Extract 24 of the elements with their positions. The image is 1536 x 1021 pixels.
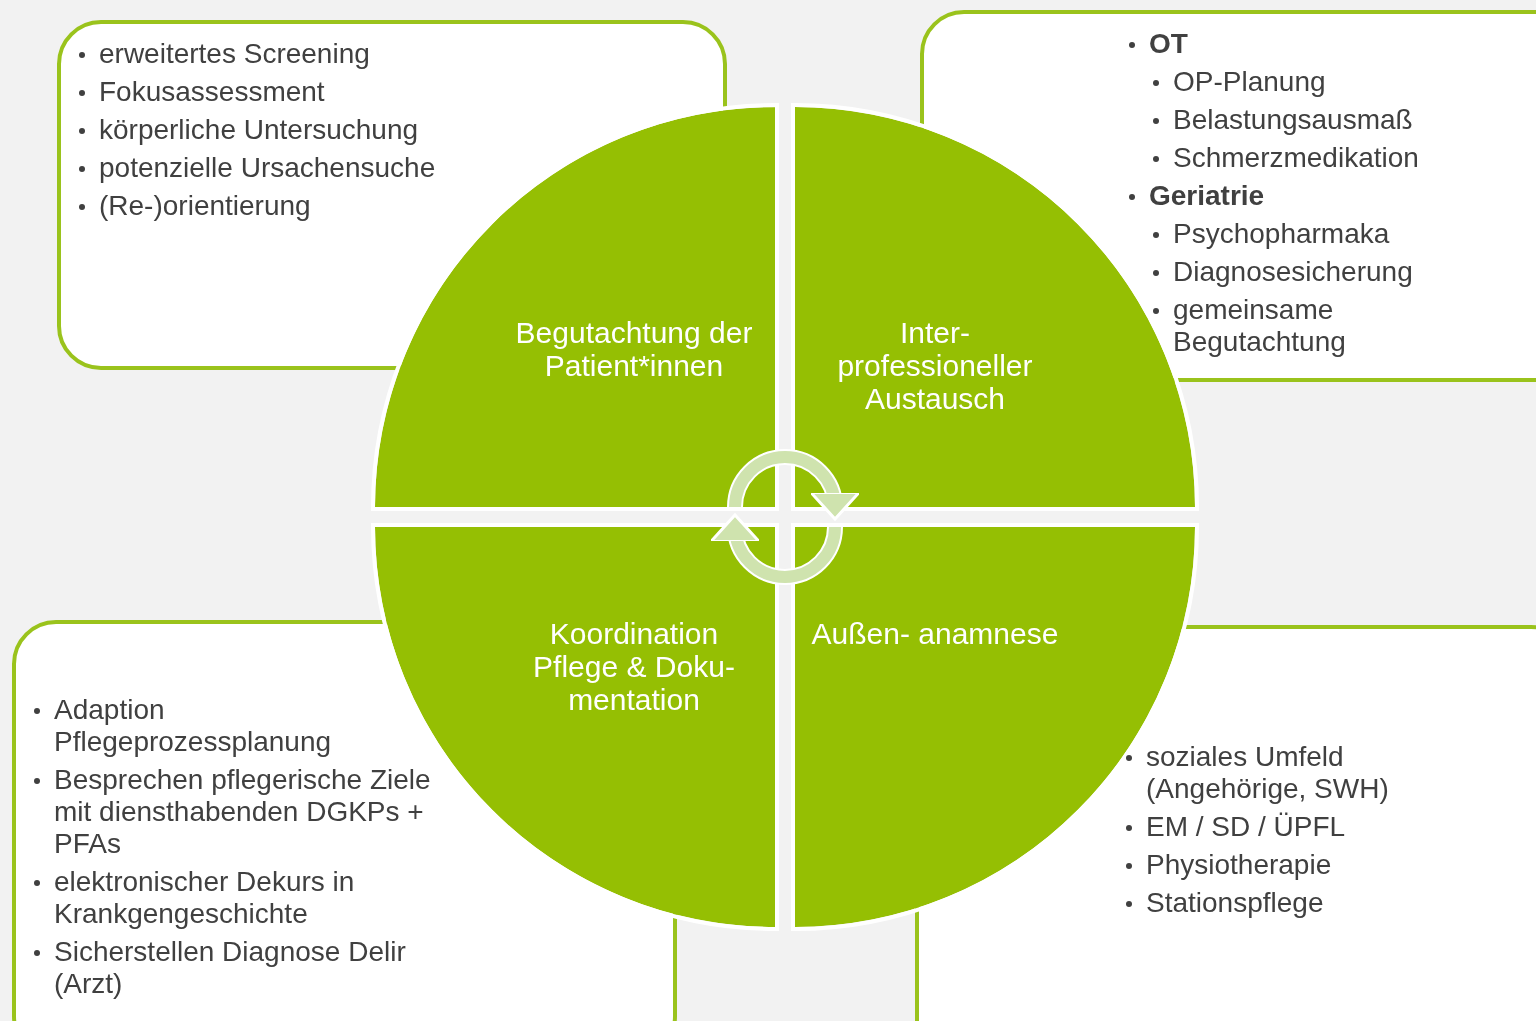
list-item-text: Sicherstellen Diagnose Delir (Arzt)	[54, 936, 407, 1000]
list-item-text: Geriatrie	[1149, 180, 1265, 212]
list-item-text: Adaption Pflegeprozessplanung	[54, 694, 333, 758]
list-item-text: Stationspflege	[1146, 887, 1324, 919]
list-item-text: soziales Umfeld (Angehörige, SWH)	[1146, 741, 1390, 805]
quadrant-label: Außen- anamnese	[811, 617, 1059, 650]
list-item-text: Psychopharmaka	[1173, 218, 1390, 250]
quadrant-label: Inter- professioneller Austausch	[836, 316, 1034, 415]
list-item-text: erweitertes Screening	[99, 38, 370, 70]
list-item-text: Schmerzmedikation	[1173, 142, 1419, 174]
list-item-text: EM / SD / ÜPFL	[1146, 811, 1346, 843]
list-item-text: (Re-)orientierung	[99, 190, 311, 222]
list-item-text: OP-Planung	[1173, 66, 1326, 98]
list-item-text: Belastungsausmaß	[1173, 104, 1413, 136]
list-item-text: Fokusassessment	[99, 76, 325, 108]
list-item-text: elektronischer Dekurs in Krankgengeschichte	[54, 866, 356, 930]
list-item-text: gemeinsame Begutachtung	[1173, 294, 1347, 358]
quadrant-label: Begutachtung der Patient*innen	[514, 316, 754, 382]
list-item-text: OT	[1149, 28, 1188, 60]
list-item-text: Diagnosesicherung	[1173, 256, 1413, 288]
list-item-text: potenzielle Ursachensuche	[99, 152, 436, 184]
list-item-text: Physiotherapie	[1146, 849, 1332, 881]
quadrant-label: Koordination Pflege & Doku- mentation	[532, 617, 736, 716]
list-item-text: körperliche Untersuchung	[99, 114, 419, 146]
